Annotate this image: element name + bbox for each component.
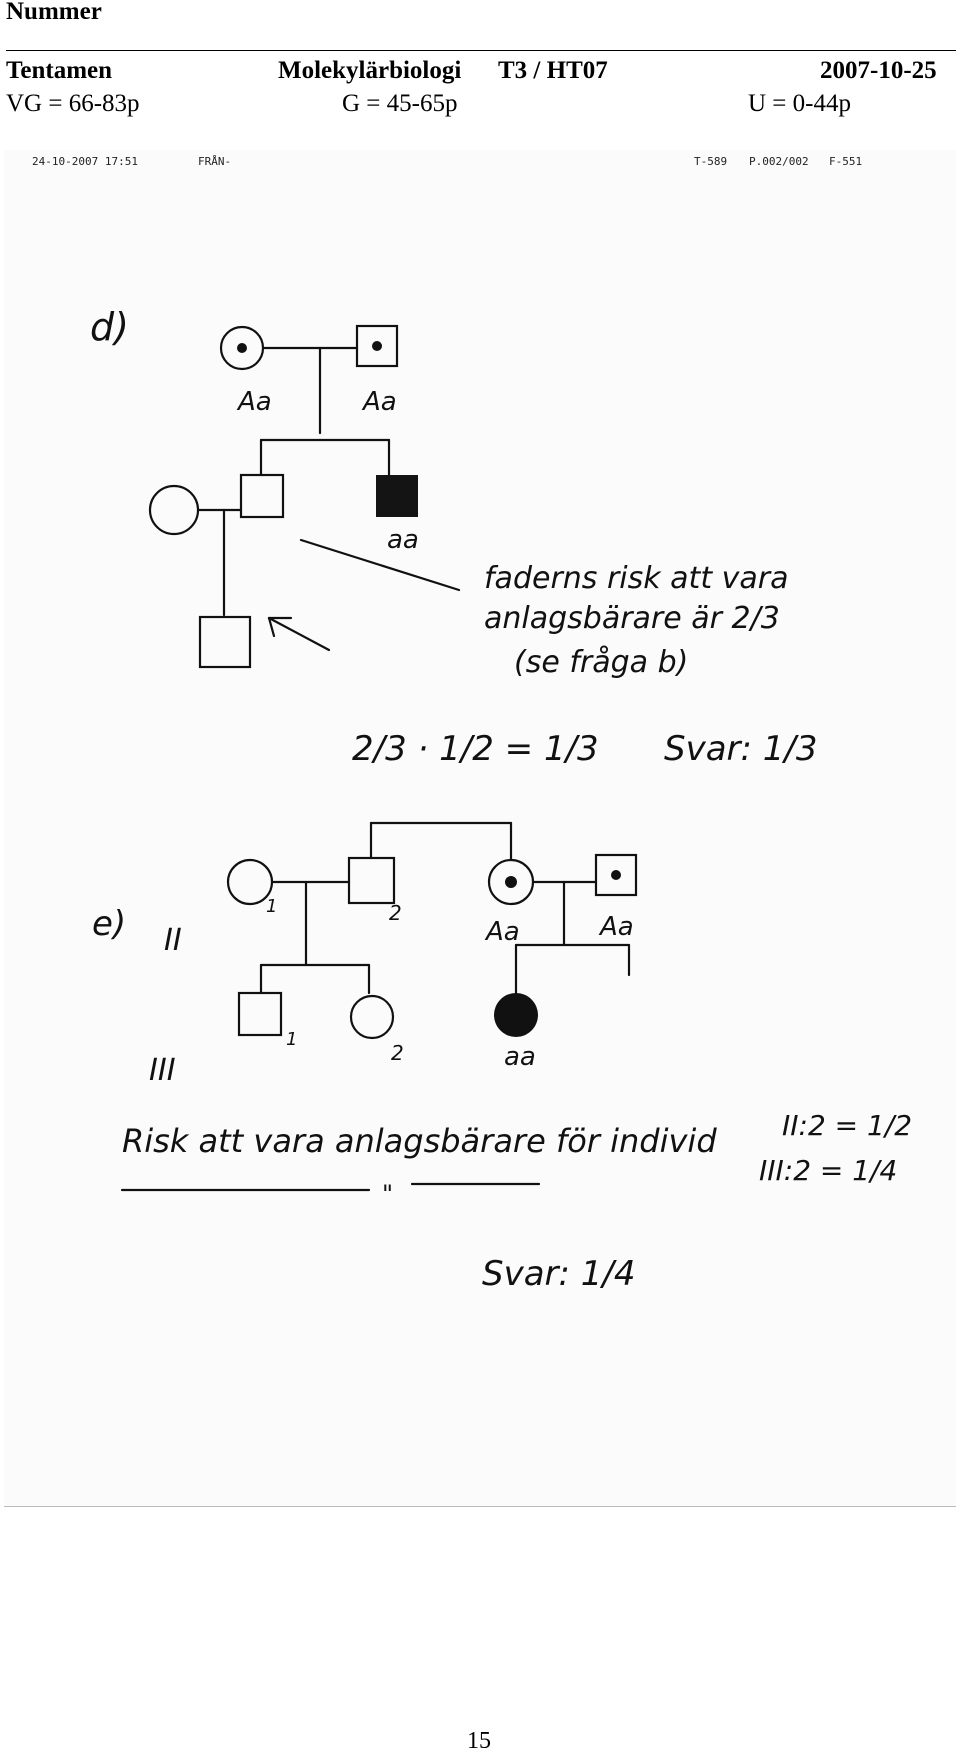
carrier-dot bbox=[372, 341, 382, 351]
genotype-father-e: Aa bbox=[598, 912, 634, 942]
number-ii-1: 1 bbox=[266, 896, 277, 917]
calculation-d: 2/3 · 1/2 = 1/3 bbox=[352, 729, 599, 769]
page-number: 15 bbox=[467, 1728, 491, 1754]
number-iii-2: 2 bbox=[391, 1041, 404, 1065]
affected-child-e-symbol bbox=[494, 993, 538, 1037]
fax-datetime: 24-10-2007 17:51 bbox=[32, 155, 138, 168]
individual-iii-1-symbol bbox=[237, 991, 283, 1037]
handwritten-pedigree-drawing: 24-10-2007 17:51 FRÅN- T-589 P.002/002 F… bbox=[32, 155, 912, 1294]
fax-from: FRÅN- bbox=[198, 155, 231, 168]
exam-date: 2007-10-25 bbox=[820, 57, 937, 84]
ditto-mark: " bbox=[382, 1180, 393, 1208]
genotype-affected-d: aa bbox=[387, 525, 419, 555]
genotype-affected-e: aa bbox=[504, 1042, 536, 1072]
pedigree-e bbox=[226, 821, 638, 1040]
note-line-3: (se fråga b) bbox=[514, 645, 688, 680]
generation-iii-label: III bbox=[149, 1053, 176, 1088]
header-rule bbox=[6, 50, 956, 51]
individual-iii-2-symbol bbox=[349, 994, 395, 1040]
fax-page: P.002/002 bbox=[749, 155, 809, 168]
risk-iii-2: III:2 = 1/4 bbox=[759, 1154, 897, 1187]
carrier-father-symbol bbox=[355, 324, 399, 368]
note-line-2: anlagsbärare är 2/3 bbox=[484, 601, 780, 636]
genotype-father-d: Aa bbox=[361, 387, 397, 417]
generation-ii-label: II bbox=[164, 923, 182, 958]
individual-ii-2-symbol bbox=[347, 856, 396, 905]
genotype-mother-d: Aa bbox=[236, 387, 272, 417]
risk-text: Risk att vara anlagsbärare för individ bbox=[122, 1122, 717, 1160]
nummer-label: Nummer bbox=[6, 0, 102, 25]
exam-label: Tentamen bbox=[6, 57, 113, 84]
grade-g: G = 45-65p bbox=[342, 90, 458, 117]
carrier-father-e-symbol bbox=[594, 853, 638, 897]
fax-t-number: T-589 bbox=[694, 155, 727, 168]
answer-e: Svar: 1/4 bbox=[482, 1254, 636, 1294]
carrier-dot bbox=[237, 343, 247, 353]
number-ii-2: 2 bbox=[389, 901, 402, 925]
genotype-mother-e: Aa bbox=[484, 917, 520, 947]
father-symbol bbox=[239, 473, 285, 519]
carrier-dot bbox=[611, 870, 621, 880]
course-name: Molekylärbiologi bbox=[278, 57, 462, 84]
grade-u: U = 0-44p bbox=[748, 90, 851, 117]
grade-vg: VG = 66-83p bbox=[6, 90, 140, 117]
fax-f-number: F-551 bbox=[829, 155, 862, 168]
course-code: T3 / HT07 bbox=[498, 57, 608, 84]
risk-ii-2: II:2 = 1/2 bbox=[782, 1109, 912, 1142]
child-symbol bbox=[198, 615, 252, 669]
scanned-answer-sheet: 24-10-2007 17:51 FRÅN- T-589 P.002/002 F… bbox=[4, 150, 956, 1507]
carrier-dot bbox=[505, 876, 517, 888]
part-e-label: e) bbox=[92, 904, 126, 944]
number-iii-1: 1 bbox=[286, 1029, 297, 1050]
affected-sibling-symbol bbox=[376, 475, 418, 517]
part-d-label: d) bbox=[90, 305, 129, 349]
mother-symbol bbox=[148, 484, 200, 536]
answer-d: Svar: 1/3 bbox=[664, 729, 818, 769]
pedigree-d bbox=[148, 324, 461, 669]
note-line-1: faderns risk att vara bbox=[484, 561, 788, 596]
